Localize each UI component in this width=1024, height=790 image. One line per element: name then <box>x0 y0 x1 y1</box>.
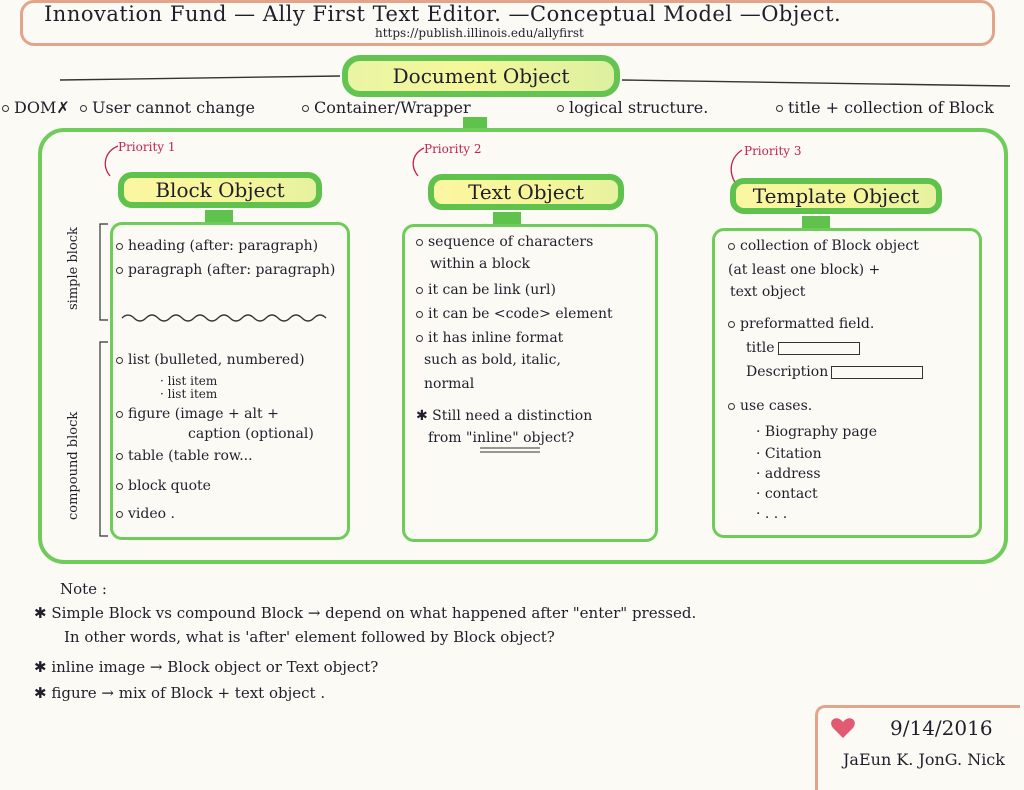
use-case-item: · address <box>756 466 821 482</box>
text-item: it has inline format <box>416 330 563 346</box>
block-item: block quote <box>116 478 211 494</box>
block-object-header: Block Object <box>118 172 322 208</box>
signature-names: JaEun K. JonG. Nick <box>843 750 1005 769</box>
block-item: list (bulleted, numbered) <box>116 352 305 368</box>
block-item-cont: caption (optional) <box>188 426 314 442</box>
template-item-cont: text object <box>730 284 806 300</box>
compound-block-label: compound block <box>66 411 81 520</box>
notes-heading: Note : <box>60 580 107 598</box>
text-note: ✱ Still need a distinction <box>416 408 593 424</box>
block-subitem: · list item <box>160 374 218 388</box>
page-title: Innovation Fund — Ally First Text Editor… <box>44 2 842 26</box>
description-field-box <box>831 365 924 379</box>
priority-label-1: Priority 1 <box>118 140 176 154</box>
document-object-pill: Document Object <box>342 55 620 97</box>
block-object-box <box>110 222 350 540</box>
use-case-item: · . . . <box>756 506 788 522</box>
priority-label-2: Priority 2 <box>424 142 482 156</box>
description-field-label: Description <box>746 364 829 380</box>
text-item-cont: within a block <box>430 256 531 272</box>
block-item: figure (image + alt + <box>116 406 279 422</box>
note-line: ✱ Simple Block vs compound Block → depen… <box>34 604 697 622</box>
block-subitem: · list item <box>160 387 218 401</box>
priority-arrow-2 <box>412 147 425 177</box>
template-field: title <box>746 340 860 356</box>
template-item: preformatted field. <box>728 316 874 332</box>
use-case-item: · Citation <box>756 446 822 462</box>
block-item: video . <box>116 506 175 522</box>
inline-underline <box>480 447 540 453</box>
block-stub <box>205 210 233 224</box>
document-container-box <box>38 128 1008 564</box>
note-line: ✱ figure → mix of Block + text object . <box>34 684 326 702</box>
block-item: table (table row... <box>116 448 253 464</box>
signature-date: 9/14/2016 <box>890 716 993 740</box>
text-object-header: Text Object <box>428 174 624 210</box>
text-item: it can be <code> element <box>416 306 613 322</box>
priority-label-3: Priority 3 <box>744 144 802 158</box>
text-object-box <box>402 224 658 542</box>
block-item: paragraph (after: paragraph) <box>116 262 335 278</box>
document-properties: DOM✗ User cannot change Container/Wrappe… <box>2 98 1024 120</box>
text-item-cont: normal <box>424 376 475 392</box>
heart-icon <box>831 718 855 738</box>
doc-property: logical structure. <box>569 98 709 117</box>
compound-bracket <box>99 341 108 537</box>
right-connector-line <box>621 79 1011 87</box>
note-line: In other words, what is 'after' element … <box>64 628 555 646</box>
doc-stub <box>463 117 487 131</box>
block-item: heading (after: paragraph) <box>116 238 318 254</box>
use-case-item: · contact <box>756 486 818 502</box>
simple-bracket <box>99 223 108 321</box>
text-note-cont: from "inline" object? <box>428 430 575 446</box>
template-object-box <box>712 228 982 538</box>
use-case-item: · Biography page <box>756 424 877 440</box>
left-connector-line <box>59 75 341 81</box>
doc-property: title + collection of Block <box>788 98 994 117</box>
wavy-separator <box>121 314 327 322</box>
simple-block-label: simple block <box>66 227 81 310</box>
signature-box <box>815 705 1020 790</box>
title-field-label: title <box>746 340 775 356</box>
template-item-cont: (at least one block) + <box>728 262 881 278</box>
template-field: Description <box>746 364 924 380</box>
text-item: sequence of characters <box>416 234 593 250</box>
doc-property: User cannot change <box>92 98 255 117</box>
note-line: ✱ inline image → Block object or Text ob… <box>34 658 379 676</box>
template-stub <box>802 216 830 230</box>
title-field-box <box>777 341 860 355</box>
text-item-cont: such as bold, italic, <box>424 352 561 368</box>
template-item: collection of Block object <box>728 238 919 254</box>
text-item: it can be link (url) <box>416 282 556 298</box>
title-url: https://publish.illinois.edu/allyfirst <box>375 26 584 40</box>
priority-arrow-1 <box>104 145 119 177</box>
title-banner <box>20 0 995 46</box>
template-object-header: Template Object <box>730 178 942 214</box>
text-stub <box>493 212 521 226</box>
doc-property: DOM✗ <box>14 98 70 117</box>
template-item: use cases. <box>728 398 812 414</box>
doc-property: Container/Wrapper <box>314 98 471 117</box>
